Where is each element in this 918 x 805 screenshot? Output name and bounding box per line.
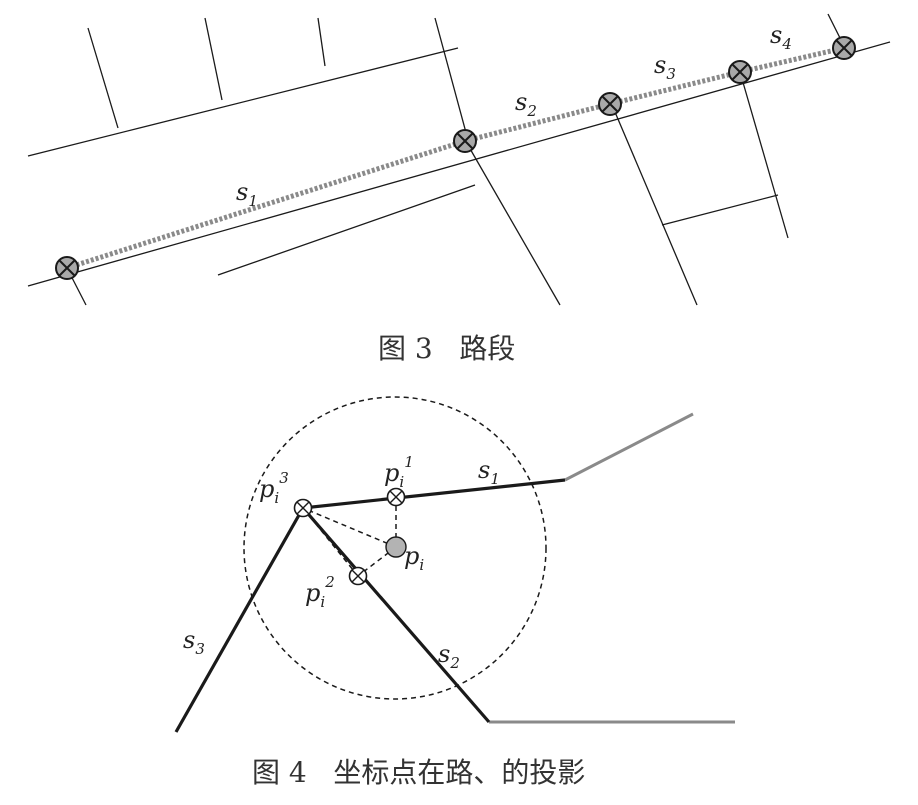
label-s1: s1 <box>236 178 258 210</box>
label-p-i: pi <box>404 542 424 574</box>
lower-road <box>217 184 476 276</box>
label-s4: s4 <box>770 21 792 53</box>
projection-point <box>348 566 368 586</box>
main-road <box>27 41 891 287</box>
segment-s1 <box>302 478 566 510</box>
projection-point <box>293 498 313 518</box>
label-p-i-1: pi1 <box>384 453 414 491</box>
label-s2: s2 <box>515 88 537 120</box>
side-street <box>611 104 698 306</box>
side-street <box>739 71 789 239</box>
label-s3: s3 <box>183 626 205 658</box>
label-p-i-2: pi2 <box>305 573 335 611</box>
segment-s2 <box>464 101 611 144</box>
matched-path <box>66 45 845 271</box>
node-marker <box>453 129 477 153</box>
road-continuation <box>564 412 694 482</box>
label-s1: s1 <box>478 456 500 488</box>
projection-point <box>386 487 406 507</box>
search-radius-circle <box>243 396 547 700</box>
figure-4-point-projection: pi3 pi1 pi2 pi s1 s2 s3 图 4 坐标点在路、的投影 <box>174 396 735 789</box>
road-network <box>27 13 891 306</box>
segment-s2 <box>301 506 491 724</box>
upper-road <box>27 47 459 157</box>
node-marker <box>728 60 752 84</box>
label-s2: s2 <box>438 640 460 672</box>
node-marker <box>598 92 622 116</box>
segment-s3 <box>174 507 305 733</box>
path-nodes <box>55 36 856 280</box>
projection-line <box>302 507 397 548</box>
segment-s4 <box>739 45 845 75</box>
side-street <box>204 17 223 101</box>
figure-3-caption: 图 3 路段 <box>378 332 515 365</box>
side-street <box>87 27 119 129</box>
figure-3-road-segments: s1 s2 s3 s4 图 3 路段 <box>27 13 891 365</box>
label-s3: s3 <box>654 51 676 83</box>
label-p-i-3: pi3 <box>259 469 289 507</box>
projection-line <box>302 507 359 577</box>
segment-s3 <box>609 69 741 107</box>
node-marker <box>55 256 79 280</box>
gps-point <box>385 536 407 558</box>
cross-street <box>661 194 779 226</box>
segment-s1 <box>66 138 466 271</box>
figure-4-caption: 图 4 坐标点在路、的投影 <box>252 756 585 789</box>
side-street <box>317 17 326 67</box>
side-street <box>434 17 469 141</box>
side-street <box>464 139 561 306</box>
node-marker <box>832 36 856 60</box>
